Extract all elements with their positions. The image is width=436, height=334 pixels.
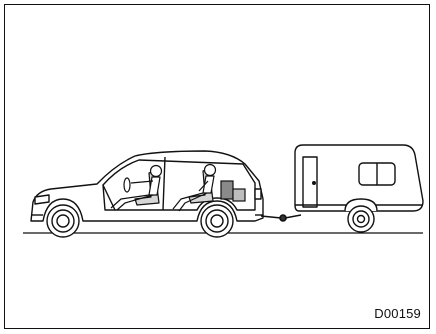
headlight [35,195,49,204]
trailer-wheel [345,199,377,232]
towing-illustration [5,5,431,330]
tow-hitch [261,215,301,221]
car-rear-wheel [201,205,233,237]
figure-code: D00159 [374,306,421,321]
tail-light [255,189,261,199]
figure-frame: D00159 [4,4,430,329]
car-front-wheel [47,205,79,237]
